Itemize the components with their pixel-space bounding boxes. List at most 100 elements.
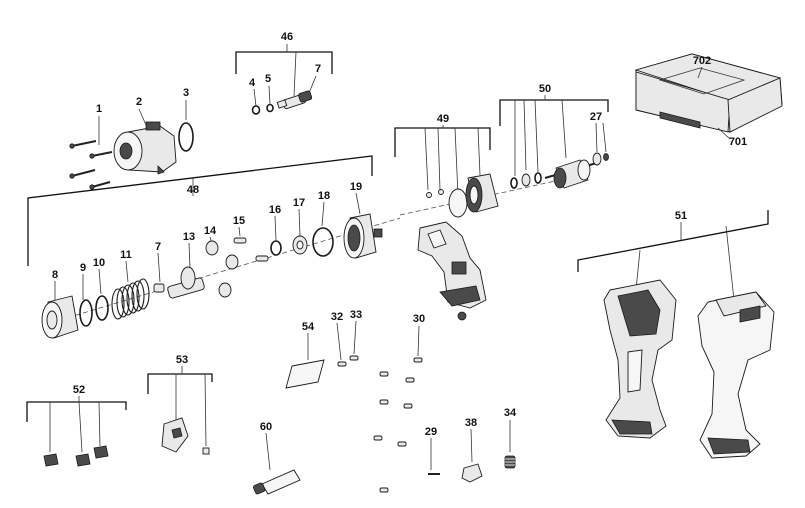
washer-icon bbox=[534, 172, 542, 184]
label-3: 3 bbox=[183, 87, 189, 99]
label-53: 53 bbox=[176, 354, 188, 366]
label-54: 54 bbox=[302, 321, 315, 333]
label-38: 38 bbox=[465, 417, 477, 429]
label-13: 13 bbox=[183, 231, 195, 243]
ring-icon bbox=[603, 153, 609, 161]
screw-icon bbox=[349, 355, 359, 361]
pin-icon bbox=[233, 237, 247, 244]
rotor-icon bbox=[544, 159, 601, 189]
label-9: 9 bbox=[80, 262, 86, 274]
control-board-icon bbox=[417, 221, 487, 321]
direction-switch-icon bbox=[461, 463, 483, 483]
bearing-icon bbox=[205, 240, 239, 298]
label-7: 7 bbox=[315, 63, 321, 75]
part-38: 38 bbox=[461, 417, 483, 483]
spindle-icon bbox=[167, 266, 205, 299]
label-15: 15 bbox=[233, 215, 245, 227]
ring-icon bbox=[178, 122, 194, 152]
label-2: 2 bbox=[136, 96, 142, 108]
contact-icon bbox=[75, 453, 91, 467]
screw-icon bbox=[373, 357, 423, 493]
label-32: 32 bbox=[331, 311, 343, 323]
housing-half-right-icon bbox=[697, 291, 775, 459]
bracket-51 bbox=[577, 210, 769, 272]
label-27: 27 bbox=[590, 111, 602, 123]
label-10: 10 bbox=[93, 257, 105, 269]
label-17: 17 bbox=[293, 197, 305, 209]
washer-icon bbox=[270, 240, 282, 256]
group-50: 50 27 bbox=[499, 83, 609, 189]
label-14: 14 bbox=[204, 225, 217, 237]
contact-icon bbox=[93, 445, 109, 459]
label-29: 29 bbox=[425, 426, 437, 438]
ring-icon bbox=[79, 299, 93, 327]
label-60: 60 bbox=[260, 421, 272, 433]
group-49: 49 bbox=[394, 113, 561, 321]
bracket-53 bbox=[147, 373, 213, 394]
label-19: 19 bbox=[350, 181, 362, 193]
washer-icon bbox=[510, 177, 518, 189]
label-49: 49 bbox=[437, 113, 449, 125]
label-46: 46 bbox=[281, 31, 293, 43]
label-7b: 7 bbox=[155, 241, 161, 253]
disc-icon bbox=[448, 188, 468, 218]
part-34: 34 bbox=[504, 407, 517, 469]
anvil-icon bbox=[41, 295, 79, 339]
bracket-46 bbox=[235, 51, 333, 74]
group-front-housing: 1 2 3 bbox=[69, 87, 194, 190]
spring-icon bbox=[504, 455, 516, 469]
part-60: 60 bbox=[253, 421, 301, 495]
washer-icon bbox=[95, 295, 109, 321]
label-30: 30 bbox=[413, 313, 425, 325]
screws-32-33: 32 33 bbox=[331, 309, 362, 367]
group-46: 46 4 5 7 bbox=[235, 31, 333, 115]
label-5: 5 bbox=[265, 73, 271, 85]
valve-icon bbox=[276, 90, 313, 110]
o-ring-icon bbox=[312, 227, 334, 257]
ring-icon bbox=[266, 103, 274, 113]
screw-icon bbox=[426, 192, 432, 198]
label-11: 11 bbox=[120, 249, 132, 261]
label-702: 702 bbox=[693, 55, 711, 67]
label-16: 16 bbox=[269, 204, 281, 216]
pin-icon bbox=[153, 283, 165, 293]
carry-case-icon: 702 701 bbox=[634, 53, 783, 148]
screw-icon bbox=[337, 361, 347, 367]
pin-icon bbox=[255, 255, 269, 262]
screw-icon bbox=[69, 140, 113, 190]
stator-icon bbox=[465, 173, 499, 213]
bracket-48 bbox=[27, 155, 373, 266]
label-50: 50 bbox=[539, 83, 551, 95]
housing-half-left-icon bbox=[603, 279, 677, 439]
label-51: 51 bbox=[675, 210, 687, 222]
label-plate-group: 54 bbox=[285, 321, 325, 389]
gear-housing-icon bbox=[113, 121, 177, 175]
ring-gear-icon bbox=[343, 213, 383, 259]
label-8: 8 bbox=[52, 269, 58, 281]
grease-tube-icon bbox=[253, 469, 301, 495]
bearing-icon bbox=[592, 152, 602, 166]
label-1: 1 bbox=[96, 103, 102, 115]
label-34: 34 bbox=[504, 407, 517, 419]
bracket-50 bbox=[499, 99, 609, 126]
part-29: 29 bbox=[425, 426, 440, 475]
screw-icon bbox=[438, 189, 444, 195]
spring-icon bbox=[111, 278, 150, 320]
label-52: 52 bbox=[73, 384, 85, 396]
group-52: 52 bbox=[26, 384, 127, 467]
pin-icon bbox=[202, 447, 210, 455]
ring-icon bbox=[251, 105, 261, 115]
label-4: 4 bbox=[249, 77, 256, 89]
screws-30: 30 bbox=[373, 313, 425, 493]
group-51: 51 bbox=[577, 210, 775, 459]
bracket-49 bbox=[394, 127, 491, 157]
group-48: 48 8 9 10 11 7 13 14 15 16 17 18 19 bbox=[27, 155, 401, 339]
label-33: 33 bbox=[350, 309, 362, 321]
contact-icon bbox=[43, 453, 59, 467]
bracket-52 bbox=[26, 401, 127, 422]
bearing-icon bbox=[521, 173, 531, 187]
label-plate-icon bbox=[285, 359, 325, 389]
label-701: 701 bbox=[729, 136, 747, 148]
label-18: 18 bbox=[318, 190, 330, 202]
